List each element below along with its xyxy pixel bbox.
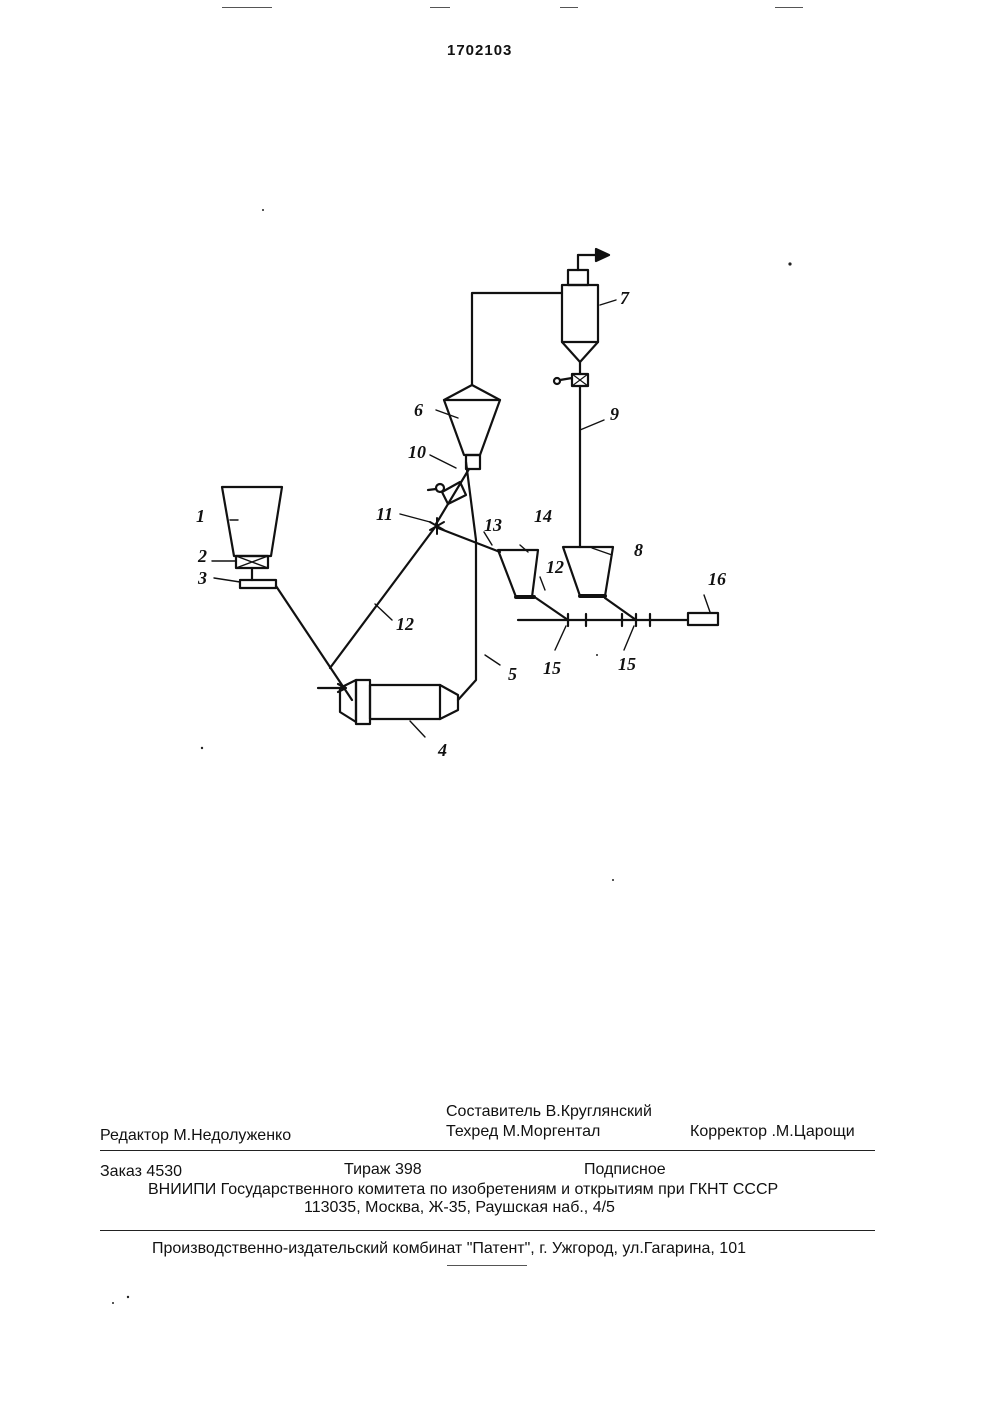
classifier-6 [444,400,500,455]
corrector-credit: Корректор .М.Царощи [690,1123,855,1141]
order-number: Заказ 4530 [100,1163,182,1181]
label-15b: 15 [618,654,636,674]
divider [100,1230,875,1231]
label-8: 8 [634,540,643,560]
label-1: 1 [196,506,205,526]
label-10: 10 [408,442,426,462]
unit-16 [688,613,718,625]
subscription-note: Подписное [584,1161,666,1179]
hopper-8 [563,547,613,596]
hopper-1 [222,487,282,556]
label-12a: 12 [396,614,414,634]
techred-credit: Техред М.Моргентал [446,1123,600,1141]
scan-mark [447,1265,527,1266]
hopper-14 [498,550,538,597]
label-5: 5 [508,664,517,684]
line-12 [330,526,436,668]
editor-credit: Редактор М.Недолуженко [100,1127,291,1145]
label-15a: 15 [543,658,561,678]
compiler-credit: Составитель В.Круглянский [446,1103,652,1121]
address: 113035, Москва, Ж-35, Раушская наб., 4/5 [304,1199,615,1217]
label-9: 9 [610,404,619,424]
label-2: 2 [197,546,207,566]
print-run: Тираж 398 [344,1161,422,1179]
label-11: 11 [376,504,393,524]
label-4: 4 [437,740,447,760]
label-14: 14 [534,506,552,526]
label-6: 6 [414,400,423,420]
label-12b: 12 [546,557,564,577]
filter-7 [562,285,598,342]
mill-4 [340,680,356,722]
conveyor-3 [240,580,276,588]
institution: ВНИИПИ Государственного комитета по изоб… [148,1181,778,1199]
publisher: Производственно-издательский комбинат "П… [152,1240,746,1258]
label-7: 7 [620,288,630,308]
label-3: 3 [197,568,207,588]
label-13: 13 [484,515,502,535]
label-16: 16 [708,569,726,589]
divider [100,1150,875,1151]
